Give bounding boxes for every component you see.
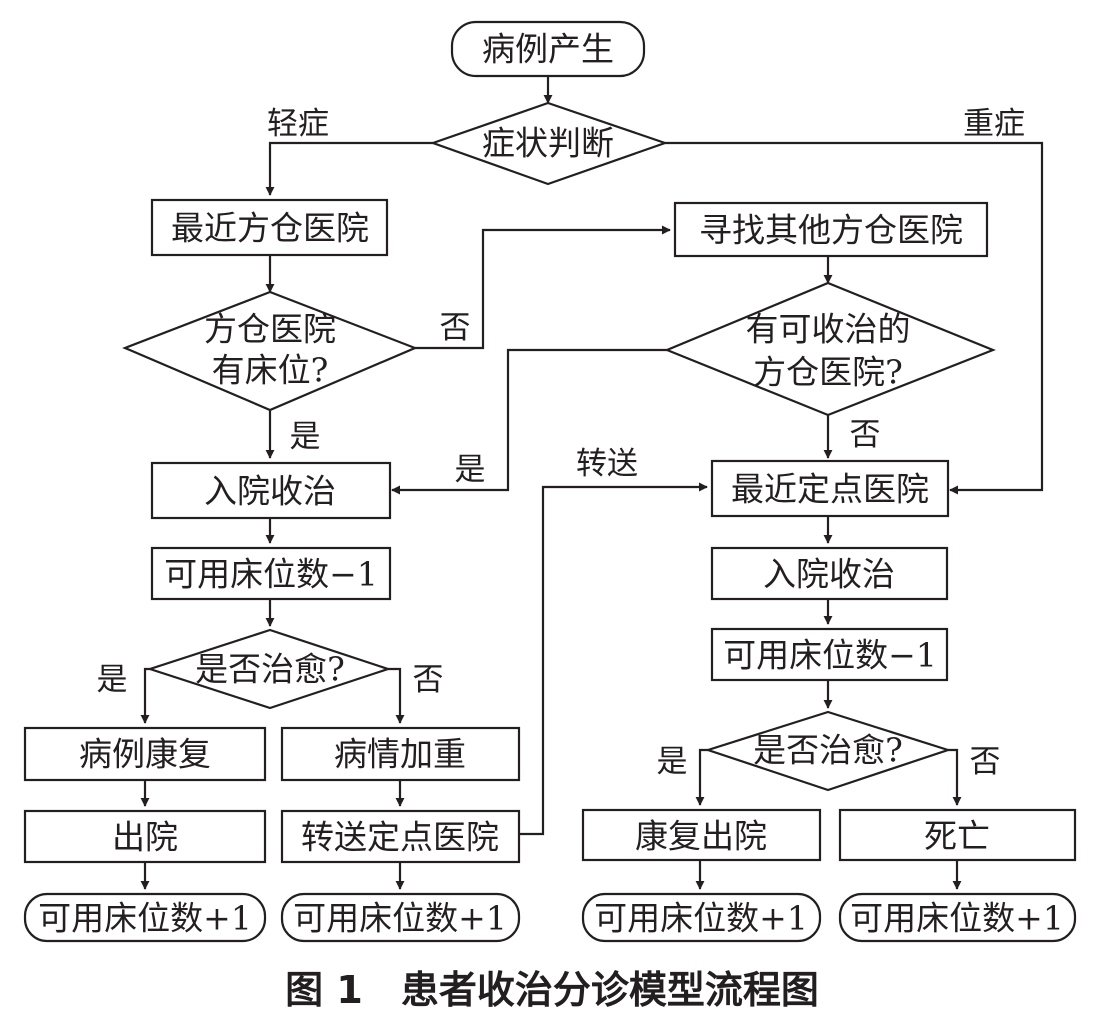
discharge-label: 出院 [112,818,178,857]
discharge-box: 出院 [23,809,267,864]
transfer-designated-box: 转送定点医院 [280,809,521,864]
recovered-discharge-box: 康复出院 [581,808,822,862]
edge-label-cured-yes-left: 是 [97,662,128,698]
can-admit-label-line1: 有可收治的 [746,310,911,349]
worsened-label: 病情加重 [334,735,466,774]
worsened-box: 病情加重 [280,726,521,782]
cured-right-decision: 是否治愈? [704,710,952,792]
edge-label-yes-bed: 是 [290,419,321,455]
can-admit-label-line2: 方仓医院? [753,353,903,392]
edge-label-yes-admit: 是 [455,452,486,488]
beds-minus-left-box: 可用床位数−1 [150,546,392,601]
beds-plus-label-1: 可用床位数+1 [38,899,252,938]
beds-plus-box-4: 可用床位数+1 [838,892,1077,943]
death-label: 死亡 [924,817,990,856]
has-bed-decision: 方仓医院 有床位? [122,290,418,412]
beds-plus-label-2: 可用床位数+1 [293,899,507,938]
beds-plus-label-4: 可用床位数+1 [850,899,1064,938]
edge-cured-left-no [388,667,405,724]
nearest-fangcang-label: 最近方仓医院 [171,209,369,248]
beds-minus-left-label: 可用床位数−1 [164,555,378,594]
edge-label-cured-no-left: 否 [413,662,444,698]
can-admit-decision: 有可收治的 方仓医院? [664,281,996,417]
start-node: 病例产生 [450,20,646,78]
beds-plus-box-1: 可用床位数+1 [23,892,267,943]
admit-left-box: 入院收治 [150,461,392,520]
edge-label-cured-no-right: 否 [970,744,1001,780]
transfer-designated-label: 转送定点医院 [301,818,499,857]
symptom-decision: 症状判断 [429,101,669,186]
edge-label-cured-yes-right: 是 [657,744,688,780]
edge-cured-left-yes [140,667,150,724]
nearest-designated-box: 最近定点医院 [710,459,950,518]
edge-hasbed-no [415,225,671,350]
has-bed-label-line2: 有床位? [212,351,329,390]
beds-minus-right-label: 可用床位数−1 [723,636,937,675]
admit-left-label: 入院收治 [204,472,336,511]
find-other-label: 寻找其他方仓医院 [699,211,963,250]
edge-label-transfer: 转送 [576,446,638,482]
figure-caption: 图 1 患者收治分诊模型流程图 [285,968,819,1012]
recovered-box: 病例康复 [23,726,267,782]
edge-label-no-bed: 否 [440,310,471,346]
death-box: 死亡 [838,808,1077,862]
edge-label-no-admit: 否 [850,417,881,453]
cured-left-label: 是否治愈? [195,650,345,689]
edge-label-severe: 重症 [963,106,1025,142]
find-other-box: 寻找其他方仓医院 [673,201,989,258]
beds-minus-right-box: 可用床位数−1 [710,627,949,682]
nearest-designated-label: 最近定点医院 [731,470,929,509]
symptom-label: 症状判断 [482,124,614,163]
cured-right-label: 是否治愈? [753,731,903,770]
cured-left-decision: 是否治愈? [146,628,392,710]
admit-right-box: 入院收治 [710,546,949,601]
admit-right-label: 入院收治 [763,555,895,594]
edge-cured-right-yes [695,748,708,806]
start-label: 病例产生 [482,30,614,69]
nearest-fangcang-box: 最近方仓医院 [150,198,389,257]
edge-label-mild: 轻症 [267,106,329,142]
edge-symptom-mild [265,141,433,196]
recovered-discharge-label: 康复出院 [635,817,767,856]
edge-transfer-to-designated [519,482,708,836]
beds-plus-box-2: 可用床位数+1 [280,892,521,943]
edge-canadmit-yes [391,348,667,495]
recovered-label: 病例康复 [79,735,211,774]
has-bed-label-line1: 方仓医院 [204,310,336,349]
edge-cured-right-no [948,748,962,806]
edge-symptom-severe [665,141,1044,495]
beds-plus-box-3: 可用床位数+1 [581,892,822,943]
beds-plus-label-3: 可用床位数+1 [594,899,808,938]
